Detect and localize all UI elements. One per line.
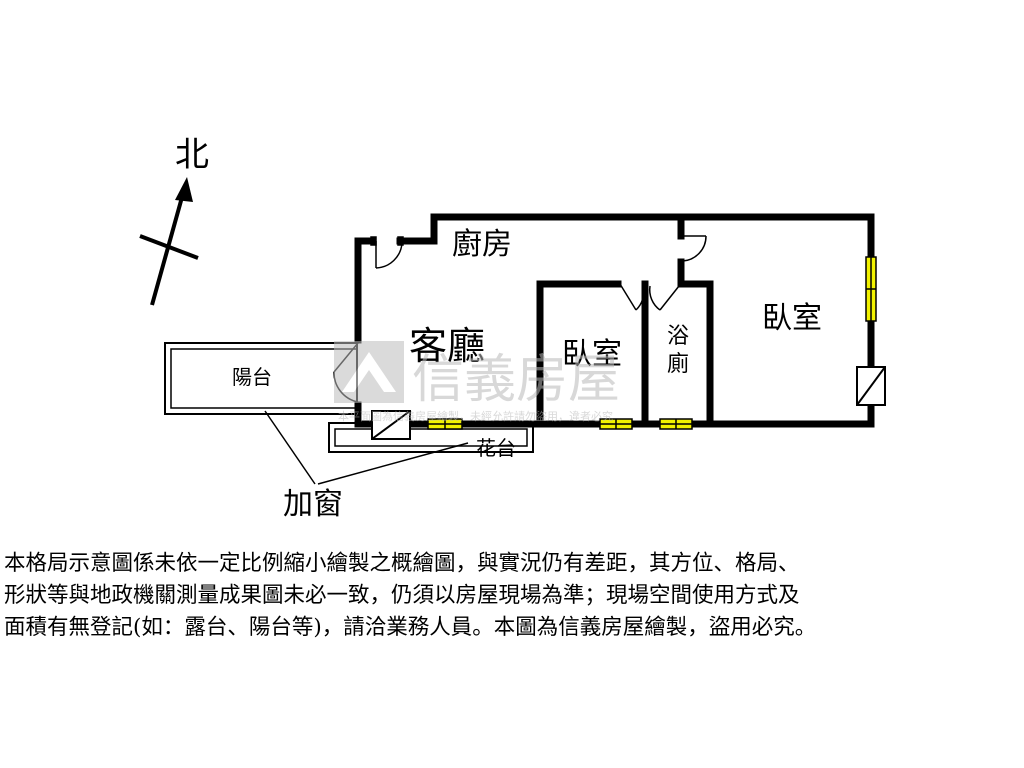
windows bbox=[427, 256, 877, 430]
added-window-label: 加窗 bbox=[283, 487, 343, 522]
kitchen-label: 廚房 bbox=[452, 227, 512, 262]
disclaimer-line-3: 面積有無登記(如：露台、陽台等)，請洽業務人員。本圖為信義房屋繪製，盜用必究。 bbox=[4, 615, 817, 640]
added-window-annotation: 加窗 bbox=[264, 410, 469, 522]
walls bbox=[354, 213, 875, 428]
watermark-brand: 信義房屋 bbox=[412, 350, 620, 410]
disclaimer-line-2: 形狀等與地政機關測量成果圖未必一致，仍須以房屋現場為準；現場空間使用方式及 bbox=[4, 583, 800, 608]
disclaimer-line-1: 本格局示意圖係未依一定比例縮小繪製之概繪圖，與實況仍有差距，其方位、格局、 bbox=[4, 551, 800, 576]
annotation-leader-1 bbox=[264, 410, 316, 485]
door-small-bedroom-arc bbox=[635, 285, 645, 311]
window-south-bedroom bbox=[599, 418, 633, 430]
door-entry-jamb-left bbox=[370, 236, 377, 246]
compass: 北 bbox=[139, 135, 209, 306]
watermark: 信義房屋 本平面圖為信義房屋繪製，未經允許請勿盜用，違者必究 bbox=[334, 341, 620, 423]
planter-label: 花台 bbox=[476, 436, 516, 460]
ac-unit-south bbox=[371, 410, 411, 440]
door-bath-leaf bbox=[659, 285, 680, 311]
door-small-bedroom-leaf bbox=[619, 283, 637, 311]
disclaimer: 本格局示意圖係未依一定比例縮小繪製之概繪圖，與實況仍有差距，其方位、格局、 形狀… bbox=[4, 548, 1020, 644]
watermark-logo-icon bbox=[334, 341, 404, 403]
bathroom-label-1: 浴 bbox=[667, 324, 689, 349]
ac-units bbox=[371, 366, 886, 440]
window-east bbox=[865, 256, 877, 322]
window-south-living bbox=[427, 418, 463, 430]
living-room-label: 客廳 bbox=[409, 324, 485, 368]
small-bedroom-label: 臥室 bbox=[562, 337, 622, 372]
door-entry-arc bbox=[375, 242, 403, 269]
north-label: 北 bbox=[175, 135, 209, 175]
north-arrow-head bbox=[175, 177, 193, 202]
bathroom-label-2: 廁 bbox=[667, 352, 689, 377]
annotation-leader-2 bbox=[317, 442, 469, 485]
compass-cross-line bbox=[139, 234, 199, 260]
ac-unit-east bbox=[856, 366, 886, 406]
door-bedroom-arc bbox=[682, 235, 707, 262]
balcony-label: 陽台 bbox=[232, 365, 272, 389]
watermark-subline: 本平面圖為信義房屋繪製，未經允許請勿盜用，違者必究 bbox=[338, 409, 613, 423]
door-bath-arc bbox=[648, 285, 661, 311]
large-bedroom-label: 臥室 bbox=[762, 301, 822, 336]
door-entry-jamb-right bbox=[397, 236, 404, 246]
window-south-bath bbox=[659, 418, 693, 430]
balcony: 陽台 bbox=[164, 342, 358, 415]
